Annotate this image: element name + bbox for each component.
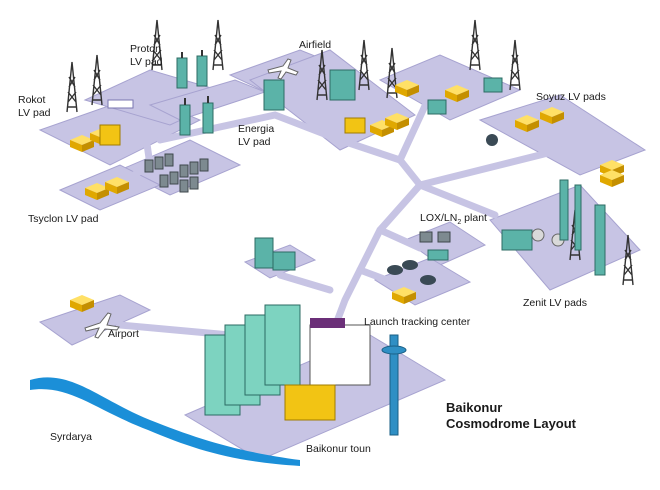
rokot-pad-building	[70, 99, 134, 152]
assembly-hangars	[144, 153, 209, 193]
label-proton-line2: LV pad	[130, 56, 163, 68]
label-airport: Airport	[108, 328, 139, 340]
label-town: Baikonur toun	[306, 443, 371, 455]
lox-plant-structures	[419, 231, 451, 261]
diagram-title-line1: Baikonur	[446, 400, 502, 415]
zenit-pad-structures	[501, 170, 624, 276]
center-buildings	[263, 69, 409, 137]
label-soyuz: Soyuz LV pads	[536, 91, 606, 103]
airfield-plane	[267, 58, 299, 80]
label-tracking-center: Launch tracking center	[364, 316, 471, 328]
tracking-dishes	[387, 260, 436, 304]
airport-structures	[70, 295, 120, 339]
label-rokot-line2: LV pad	[18, 107, 51, 119]
energia-launch-structures	[179, 96, 214, 136]
roads	[106, 91, 564, 344]
label-syrdarya: Syrdarya	[50, 431, 92, 443]
soyuz-pad-structures	[395, 77, 624, 177]
label-rokot-line1: Rokot	[18, 94, 46, 106]
label-energia-line1: Energia	[238, 123, 274, 135]
label-tsyclon: Tsyclon LV pad	[28, 213, 99, 225]
label-proton-line1: Proton	[130, 43, 161, 55]
small-building	[254, 237, 296, 271]
map-labels: Proton LV pad Airfield Rokot LV pad Ener…	[18, 39, 606, 455]
proton-launch-structures	[176, 50, 208, 89]
syrdarya-river	[30, 377, 300, 466]
town-buildings	[204, 304, 407, 436]
label-zenit: Zenit LV pads	[523, 297, 587, 309]
label-energia-line2: LV pad	[238, 136, 271, 148]
label-airfield: Airfield	[299, 39, 331, 51]
diagram-title-line2: Cosmodrome Layout	[446, 416, 577, 431]
label-lox-plant: LOX/LN2 plant	[420, 212, 487, 226]
